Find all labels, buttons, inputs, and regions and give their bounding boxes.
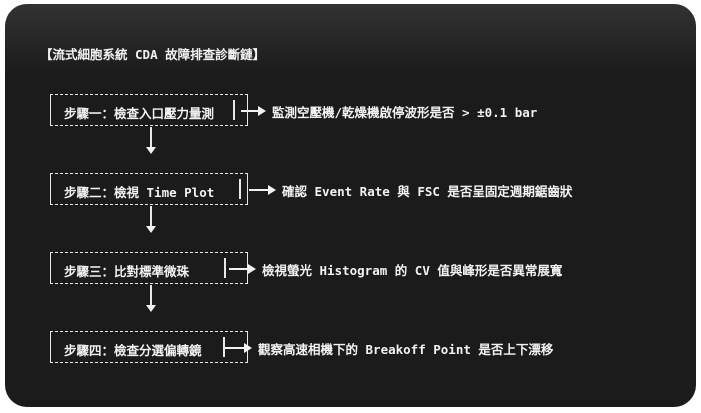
- step-4-inner-bar: [223, 337, 225, 357]
- step-1-arrow: [241, 105, 267, 117]
- step-4-result: 觀察高速相機下的 Breakoff Point 是否上下漂移: [258, 342, 554, 357]
- step-1-inner-bar: [233, 100, 235, 120]
- step-2-result: 確認 Event Rate 與 FSC 是否呈固定週期鋸齒狀: [282, 184, 573, 199]
- step-2-box: 步驟二：檢視 Time Plot: [50, 173, 248, 205]
- step-4-label: 步驟四：檢查分選偏轉鏡: [64, 343, 202, 358]
- step-1-box: 步驟一：檢查入口壓力量測: [50, 94, 248, 126]
- step-2-arrow: [249, 184, 277, 196]
- step-3-arrow: [229, 263, 257, 275]
- step-2-inner-bar: [239, 179, 241, 199]
- step-3-inner-bar: [224, 258, 226, 278]
- step-4-arrow: [225, 342, 253, 354]
- step-3-result: 檢視螢光 Histogram 的 CV 值與峰形是否異常展寬: [262, 263, 563, 278]
- down-arrow-1: [146, 127, 156, 155]
- step-1-result: 監測空壓機/乾燥機啟停波形是否 > ±0.1 bar: [272, 105, 538, 120]
- step-3-box: 步驟三：比對標準微珠: [50, 252, 248, 284]
- down-arrow-3: [146, 285, 156, 313]
- step-3-label: 步驟三：比對標準微珠: [64, 264, 190, 279]
- step-2-label: 步驟二：檢視 Time Plot: [64, 185, 215, 200]
- step-1-label: 步驟一：檢查入口壓力量測: [64, 106, 215, 121]
- panel-header-sheen: [5, 4, 696, 74]
- down-arrow-2: [146, 206, 156, 234]
- diagram-panel: 【流式細胞系統 CDA 故障排查診斷鏈】 步驟一：檢查入口壓力量測 監測空壓機/…: [5, 4, 696, 407]
- step-4-box: 步驟四：檢查分選偏轉鏡: [50, 331, 248, 363]
- diagram-title: 【流式細胞系統 CDA 故障排查診斷鏈】: [40, 47, 266, 62]
